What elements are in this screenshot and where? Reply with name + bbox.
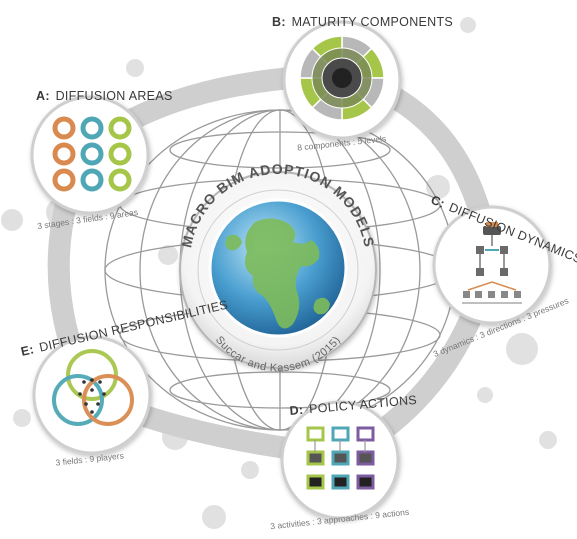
venn-player-dots xyxy=(78,378,106,414)
three-by-three-ring-grid-icon xyxy=(52,116,132,192)
node-b-title: B: MATURITY COMPONENTS xyxy=(272,15,453,29)
center-hub: MACRO BIM ADOPTION MODELS Succar and Kas… xyxy=(178,161,377,374)
background-bubbles xyxy=(1,17,557,529)
three-by-three-action-grid-icon xyxy=(306,426,375,490)
node-b-maturity-components: B: MATURITY COMPONENTS 8 components : 5 … xyxy=(272,15,453,153)
node-e-subtitle: 3 fields : 9 players xyxy=(55,450,124,467)
dynamics-flow-chart-icon xyxy=(462,222,522,304)
venn-three-circles-icon xyxy=(52,349,134,426)
radial-maturity-chart-icon xyxy=(299,35,385,121)
continents xyxy=(225,218,330,329)
node-a-title: A: DIFFUSION AREAS xyxy=(36,89,173,103)
node-a-diffusion-areas: A: DIFFUSION AREAS 3 stages : 3 fields :… xyxy=(30,89,173,231)
